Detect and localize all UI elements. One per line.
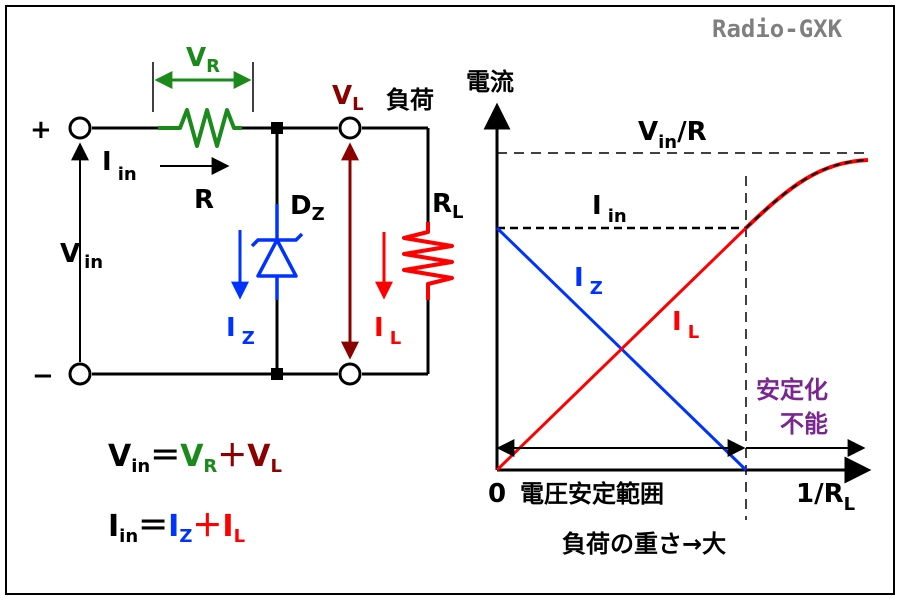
vin-r-label: Vin/R [638, 117, 707, 153]
load-label: 負荷 [386, 86, 434, 114]
il-saturation-curve-dash [745, 159, 869, 229]
terminal-out-bottom [338, 362, 362, 386]
stable-range-label: 電圧安定範囲 [520, 480, 664, 508]
terminal-in-minus [68, 362, 92, 386]
resistor-rl [402, 222, 454, 300]
il-line [495, 226, 748, 472]
outer-frame [5, 5, 895, 595]
plus-label: + [30, 115, 52, 145]
rl-label: RL [432, 189, 464, 223]
terminal-in-plus [68, 116, 92, 140]
junction-top [271, 122, 283, 134]
minus-label: − [32, 361, 54, 391]
il-saturation-curve [744, 158, 869, 230]
unstable-label-1: 安定化 [756, 376, 828, 404]
dz-label: DZ [290, 191, 325, 225]
watermark: Radio-GXK [712, 15, 843, 43]
load-heaviness-label: 負荷の重さ→大 [562, 530, 726, 558]
unstable-label-2: 不能 [780, 410, 828, 438]
origin-label: 0 [488, 479, 506, 509]
r-label: R [194, 185, 214, 215]
resistor-r [158, 108, 242, 148]
terminal-out-top [338, 116, 362, 140]
vr-label: VR [186, 43, 220, 77]
x-axis-label: 1/RL [796, 479, 855, 515]
equation-voltage: Vin＝VR＋VL [108, 439, 282, 477]
equation-current: Iin＝IZ＋IL [108, 509, 245, 547]
zener-diode [250, 204, 304, 300]
junction-bottom [271, 368, 283, 380]
y-axis-label: 電流 [466, 68, 514, 96]
equations: Vin＝VR＋VL Iin＝IZ＋IL [108, 439, 282, 547]
vl-label: VL [332, 81, 364, 115]
